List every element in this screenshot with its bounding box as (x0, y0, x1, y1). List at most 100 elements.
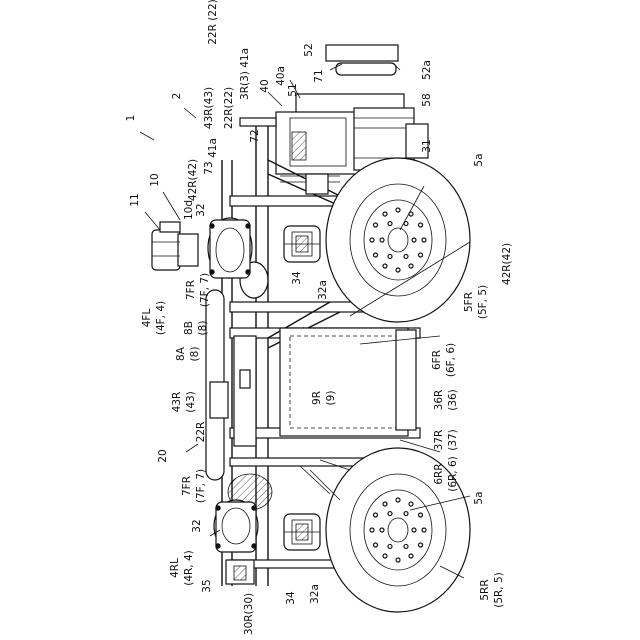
wheel-bolt-hole (383, 264, 387, 268)
label-l-32-top: 32 (195, 203, 207, 216)
label-l-22r: 22R (195, 422, 207, 443)
wheel-bolt-hole (419, 513, 423, 517)
wheel-bolt-hole (422, 528, 426, 532)
wheel-bolt-hole (412, 528, 416, 532)
front-knuckle-32 (284, 226, 320, 262)
label-l-3r-3-41a: 3R(3) 41a (239, 48, 251, 100)
label-l-1: 1 (125, 115, 137, 122)
label-l-42r-42: 42R(42) (187, 159, 199, 201)
wheel-bolt-hole (383, 212, 387, 216)
label-l-73: 73 (203, 161, 215, 174)
label-l-5a-top: 5a (473, 153, 485, 166)
wheel-bolt-hole (396, 268, 400, 272)
wheel-bolt-hole (419, 543, 423, 547)
wheel-bolt-hole (388, 222, 392, 226)
label-l-8a: 8A (175, 346, 187, 361)
label-l-8b: 8B (183, 321, 195, 335)
label-l-2: 2 (171, 93, 183, 100)
label-l-7fr-bot: 7FR (181, 476, 193, 496)
wheel-bolt-hole (373, 543, 377, 547)
rear-knuckle-32 (284, 514, 320, 550)
connector-hatched (292, 132, 306, 160)
label-l-32a-bot: 32a (309, 584, 321, 604)
label-l-36r-sub: (36) (447, 389, 459, 411)
label-l-51: 51 (287, 83, 299, 96)
label-l-32a-top: 32a (317, 280, 329, 300)
rear-corner-box-35 (226, 560, 254, 584)
label-l-43r-sub: (43) (185, 391, 197, 413)
left-clamp-8A (240, 370, 250, 388)
label-l-52: 52 (303, 43, 315, 56)
wheel-bolt-hole (409, 554, 413, 558)
label-l-58: 58 (421, 93, 433, 106)
top-cover-52 (326, 45, 398, 61)
center-box-side (396, 330, 416, 430)
label-l-5fr: 5FR (463, 292, 475, 312)
left-bracket-43R (210, 382, 228, 418)
wheel-bolt-hole (380, 528, 384, 532)
label-l-36r: 36R (433, 390, 445, 411)
label-l-4rl-sub: (4R, 4) (183, 550, 195, 586)
label-l-5rr: 5RR (479, 579, 491, 600)
label-l-52a: 52a (421, 60, 433, 80)
wheel-bolt-hole (419, 223, 423, 227)
wheel-bolt-hole (409, 264, 413, 268)
label-l-4fl-sub: (4F, 4) (155, 301, 167, 335)
wheel-bolt-hole (422, 238, 426, 242)
label-l-7fr-top-sub: (7F, 7) (199, 273, 211, 307)
wheel-bolt-hole (380, 238, 384, 242)
wheel-bolt-hole (404, 512, 408, 516)
frame-top-crossmember (240, 118, 276, 126)
label-l-4fl: 4FL (141, 309, 153, 328)
label-l-43r: 43R (171, 392, 183, 413)
label-l-40: 40 (259, 79, 271, 92)
label-l-7fr-top: 7FR (185, 280, 197, 300)
wheel-bolt-hole (373, 253, 377, 257)
label-l-6rr-sub: (6R, 6) (447, 456, 459, 492)
wheel-bolt-hole (396, 208, 400, 212)
label-l-71: 71 (313, 69, 325, 82)
top-plate-52a (336, 63, 396, 75)
wheel-bolt-hole (388, 544, 392, 548)
wheel-bolt-hole (383, 502, 387, 506)
label-l-8a-sub: (8) (189, 347, 201, 362)
label-l-37r: 37R (433, 430, 445, 451)
label-l-6rr: 6RR (433, 463, 445, 484)
front-motor-7FR (208, 218, 268, 298)
label-l-37r-sub: (37) (447, 429, 459, 451)
label-l-41a: 41a (207, 138, 219, 158)
label-l-11: 11 (129, 193, 141, 206)
label-l-30r: 30R(30) (243, 593, 255, 635)
label-l-4rl: 4RL (169, 558, 181, 578)
label-l-22r-22b: 22R(22) (223, 87, 235, 129)
wheel-bolt-hole (370, 528, 374, 532)
label-l-32-bot: 32 (191, 519, 203, 532)
label-l-43r-43: 43R(43) (203, 87, 215, 129)
label-l-9r-sub: (9) (325, 391, 337, 406)
wheel-bolt-hole (396, 558, 400, 562)
label-l-72: 72 (249, 129, 261, 142)
wheel-bolt-hole (373, 513, 377, 517)
label-l-9r: 9R (311, 391, 323, 405)
label-l-10d: 10d (183, 200, 195, 220)
left-body (206, 290, 256, 480)
center-box-36R (280, 328, 416, 436)
label-l-40a: 40a (275, 66, 287, 86)
label-l-5rr-sub: (5R, 5) (493, 572, 505, 608)
label-l-34-bot: 34 (285, 591, 297, 605)
label-l-6fr: 6FR (431, 350, 443, 370)
left-rail-plate (234, 336, 256, 446)
label-l-7fr-bot-sub: (7F, 7) (195, 469, 207, 503)
wheel-bolt-hole (419, 253, 423, 257)
label-l-22r-22: 22R (22) (207, 0, 219, 45)
label-l-10: 10 (149, 173, 161, 186)
wheel-bolt-hole (370, 238, 374, 242)
wheel-bolt-hole (383, 554, 387, 558)
label-l-35: 35 (201, 579, 213, 592)
label-l-20: 20 (157, 449, 169, 462)
label-l-42r-42-right: 42R(42) (501, 243, 513, 285)
wheel-bolt-hole (412, 238, 416, 242)
wheel-bolt-hole (373, 223, 377, 227)
label-l-8b-sub: (8) (197, 321, 209, 336)
